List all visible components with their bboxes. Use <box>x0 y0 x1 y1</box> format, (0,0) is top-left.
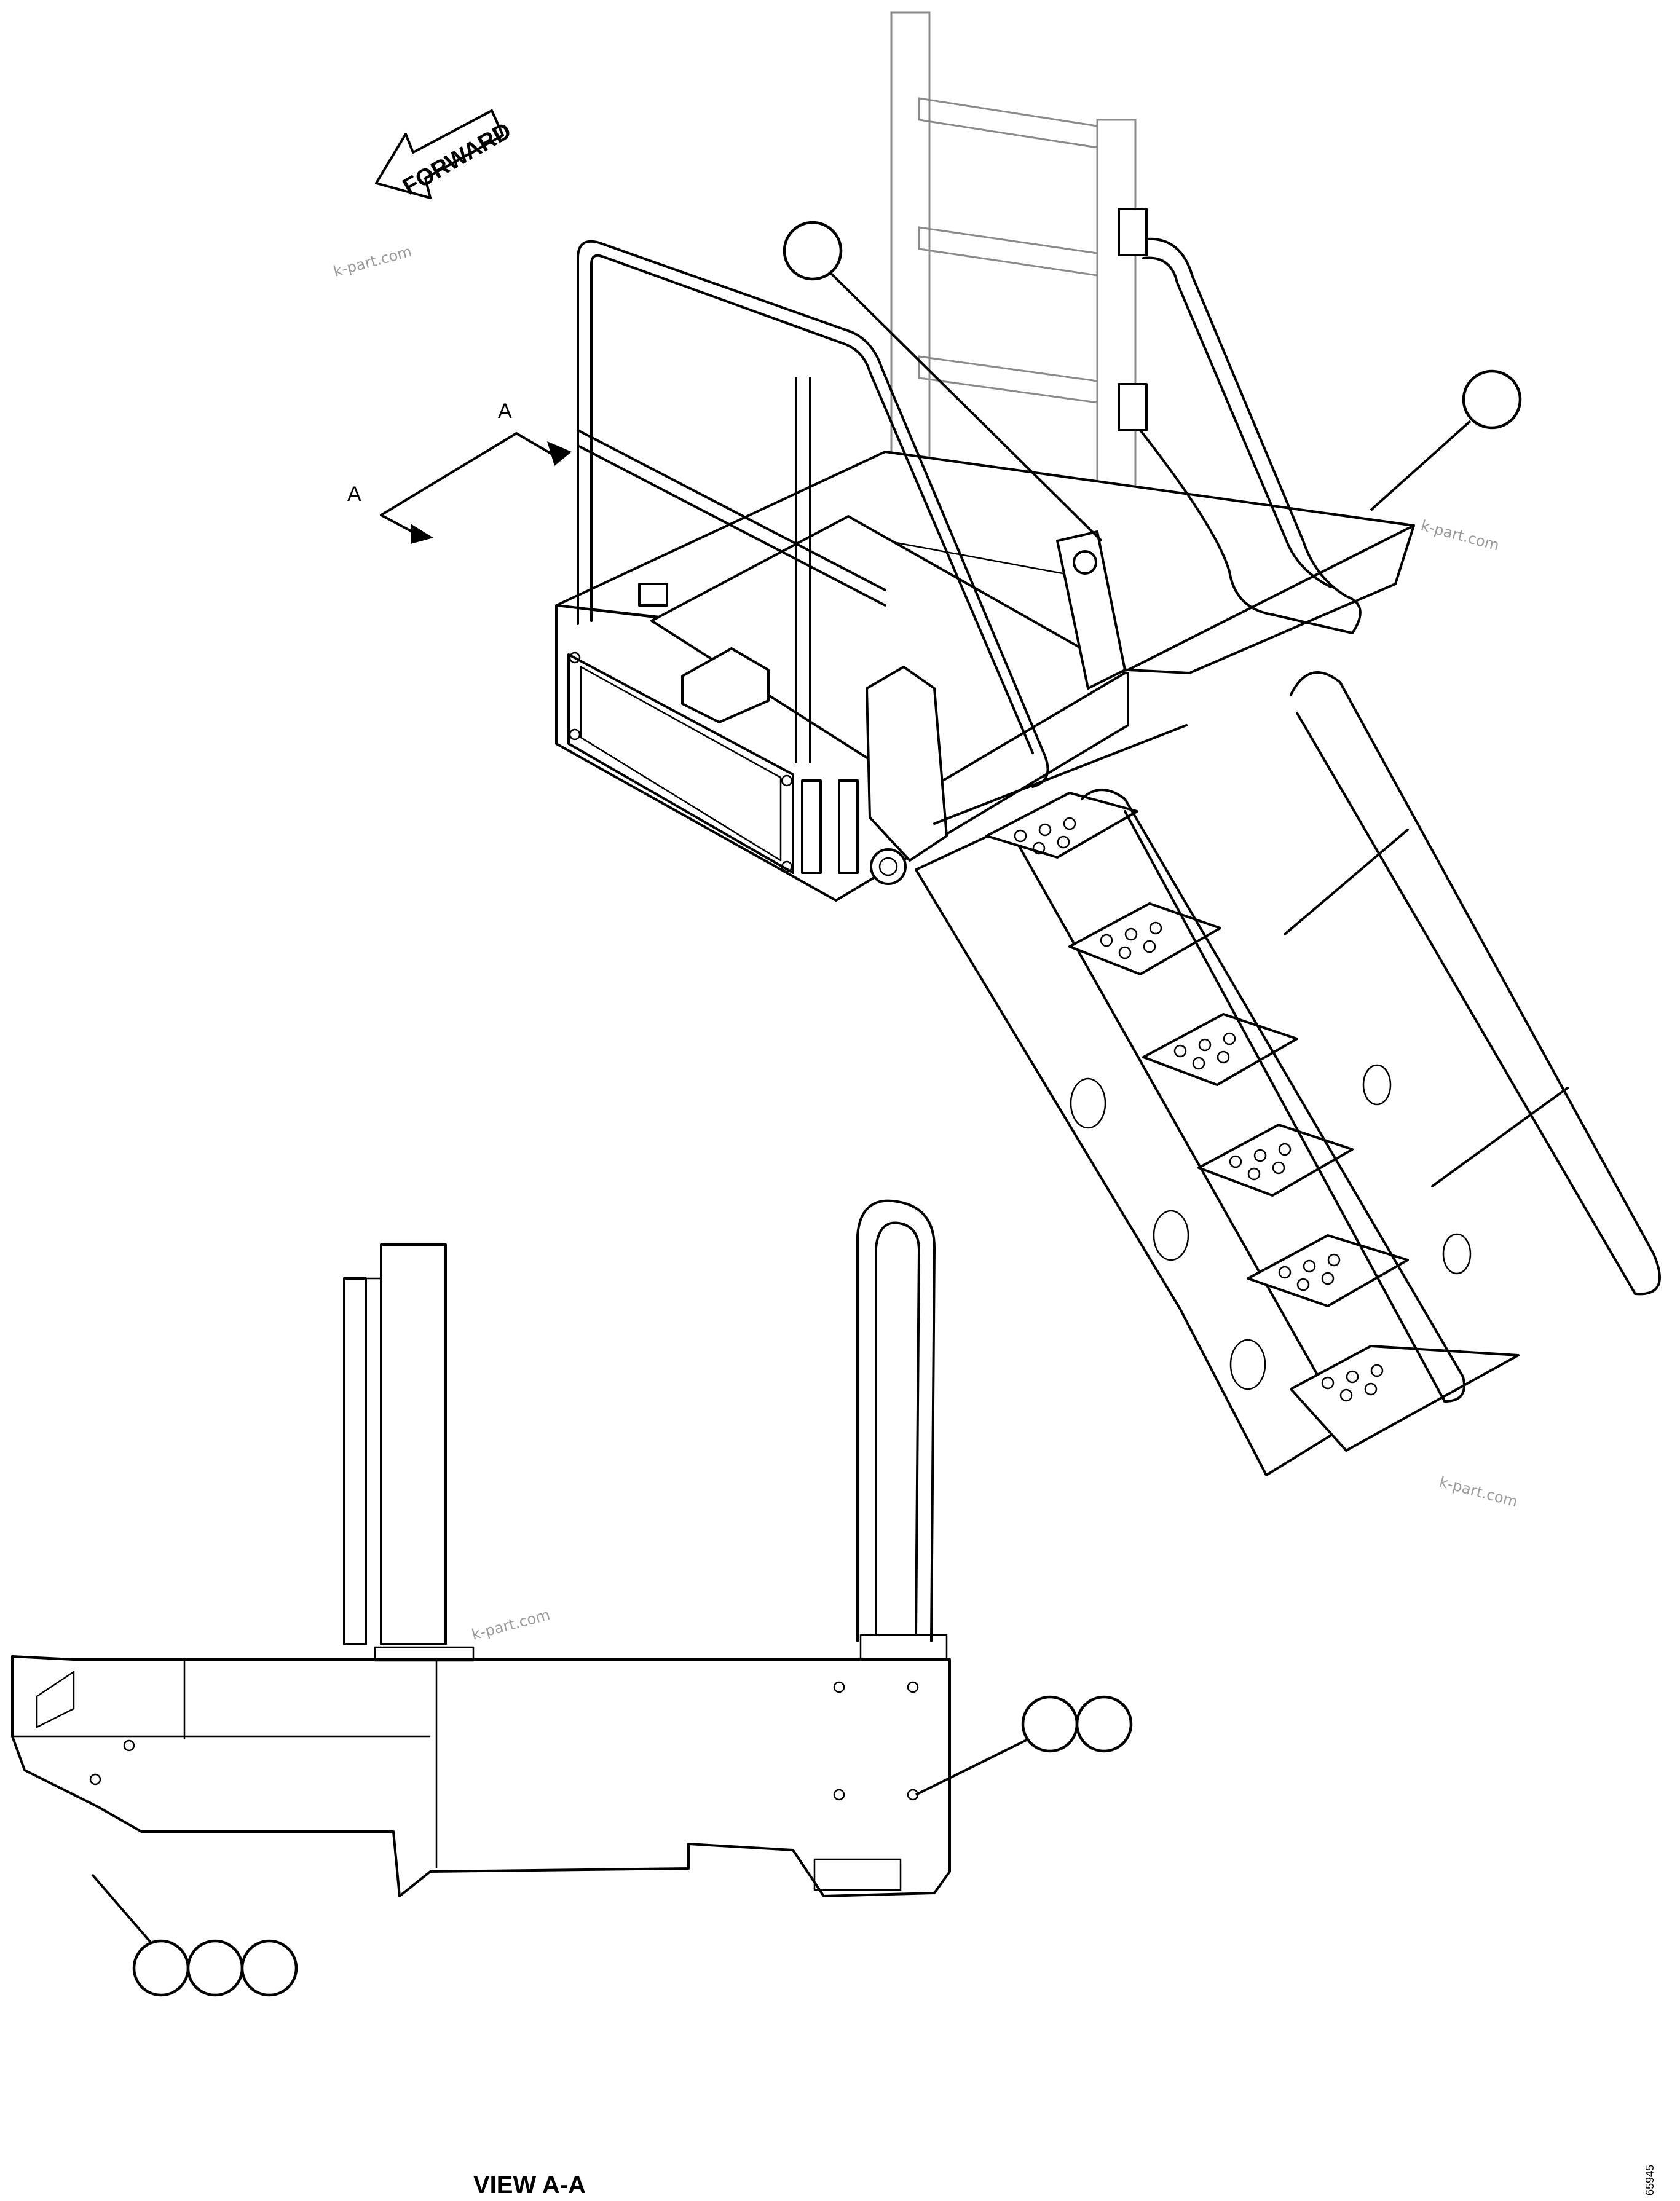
section-arrow-icon <box>380 432 572 544</box>
handrail-right <box>1118 208 1362 634</box>
watermark: k-part.com <box>1419 517 1501 554</box>
watermark: k-part.com <box>1437 1473 1519 1511</box>
callout-balloon-icon <box>132 1939 190 1997</box>
view-title: VIEW A-A <box>473 2171 586 2199</box>
stairway <box>915 671 1661 1476</box>
callout-balloon-icon <box>783 221 843 281</box>
forward-arrow-icon: FORWARD <box>375 109 516 200</box>
callout-group-view-right <box>915 1695 1133 1796</box>
callout-group-top <box>783 221 1522 542</box>
watermark: k-part.com <box>470 1606 551 1644</box>
callout-balloon-icon <box>240 1939 298 1997</box>
callout-balloon-icon <box>1462 369 1522 430</box>
hinge-bracket <box>866 530 1188 885</box>
section-label-left: A <box>347 482 361 506</box>
handrail-left <box>577 240 1049 788</box>
platform <box>555 451 1415 902</box>
drawing-number: 65945 <box>1644 2165 1656 2195</box>
callout-balloon-icon <box>186 1939 244 1997</box>
section-label-top: A <box>498 400 512 423</box>
callout-balloon-icon <box>1021 1695 1079 1753</box>
watermark: k-part.com <box>331 243 413 280</box>
callout-balloon-icon <box>1075 1695 1133 1753</box>
view-a-a <box>11 1199 951 1897</box>
callout-group-view-left <box>91 1873 298 1997</box>
